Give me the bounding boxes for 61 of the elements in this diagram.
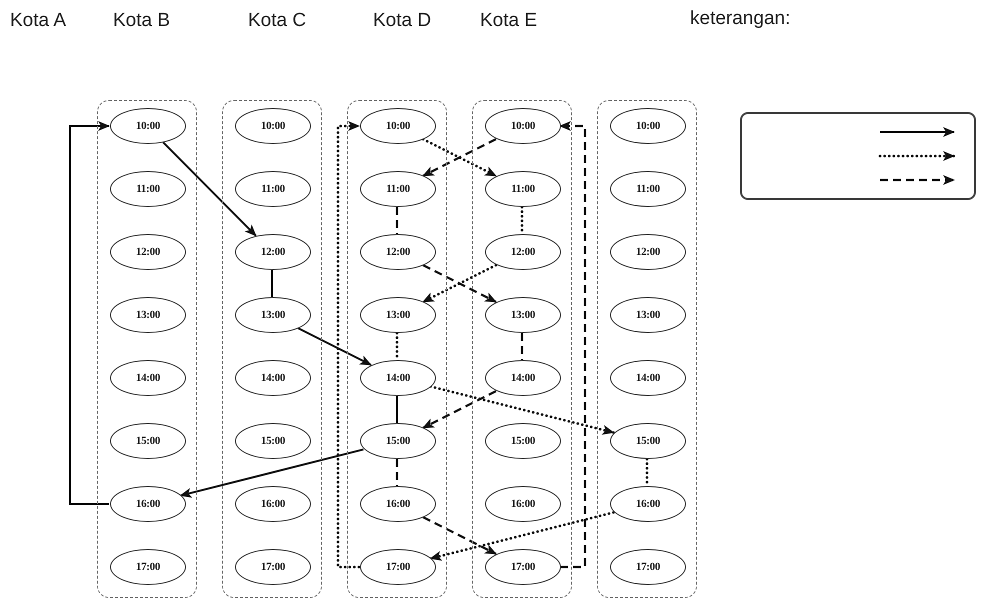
- time-ellipse: 11:00: [485, 170, 561, 206]
- time-ellipse: 17:00: [110, 548, 186, 584]
- time-ellipse: 11:00: [360, 170, 436, 206]
- arrow: [429, 511, 615, 561]
- time-ellipse: 15:00: [110, 422, 186, 458]
- time-ellipse: 16:00: [610, 486, 686, 522]
- city-column: [472, 100, 572, 598]
- city-column: [347, 100, 447, 598]
- time-ellipse: 14:00: [610, 360, 686, 396]
- time-ellipse: 11:00: [610, 170, 686, 206]
- heading-label: Kota D: [373, 10, 432, 32]
- time-ellipse: 12:00: [110, 234, 186, 270]
- heading-label: Kota E: [480, 10, 538, 32]
- time-ellipse: 10:00: [360, 108, 436, 144]
- time-ellipse: 17:00: [235, 548, 311, 584]
- time-ellipse: 15:00: [360, 422, 436, 458]
- arrow: [336, 121, 360, 568]
- time-ellipse: 14:00: [360, 360, 436, 396]
- city-column: [597, 100, 697, 598]
- time-ellipse: 13:00: [610, 296, 686, 332]
- arrow: [69, 121, 110, 505]
- time-ellipse: 13:00: [485, 296, 561, 332]
- heading-label: Kota A: [10, 10, 66, 32]
- time-ellipse: 13:00: [360, 296, 436, 332]
- arrow: [180, 448, 364, 498]
- arrow: [429, 385, 615, 435]
- time-ellipse: 14:00: [485, 360, 561, 396]
- time-ellipse: 16:00: [360, 486, 436, 522]
- heading-label: Kota B: [113, 10, 170, 32]
- arrow: [559, 121, 586, 568]
- time-ellipse: 15:00: [235, 422, 311, 458]
- time-ellipse: 12:00: [360, 234, 436, 270]
- arrow: [422, 516, 497, 555]
- time-ellipse: 16:00: [485, 486, 561, 522]
- arrow: [422, 390, 496, 429]
- time-ellipse: 14:00: [110, 360, 186, 396]
- arrow: [298, 327, 372, 366]
- arrow: [162, 142, 257, 236]
- time-ellipse: 12:00: [610, 234, 686, 270]
- time-ellipse: 11:00: [235, 170, 311, 206]
- time-ellipse: 17:00: [485, 548, 561, 584]
- heading-label: keterangan:: [690, 8, 790, 30]
- time-ellipse: 17:00: [360, 548, 436, 584]
- time-ellipse: 16:00: [235, 486, 311, 522]
- time-ellipse: 12:00: [235, 234, 311, 270]
- time-ellipse: 15:00: [610, 422, 686, 458]
- time-ellipse: 15:00: [485, 422, 561, 458]
- time-ellipse: 13:00: [235, 296, 311, 332]
- time-ellipse: 10:00: [235, 108, 311, 144]
- city-column: [97, 100, 197, 598]
- time-ellipse: 10:00: [610, 108, 686, 144]
- heading-label: Kota C: [248, 10, 306, 32]
- time-ellipse: 10:00: [110, 108, 186, 144]
- time-ellipse: 11:00: [110, 170, 186, 206]
- time-ellipse: 13:00: [110, 296, 186, 332]
- time-ellipse: 16:00: [110, 486, 186, 522]
- time-ellipse: 12:00: [485, 234, 561, 270]
- time-ellipse: 14:00: [235, 360, 311, 396]
- time-ellipse: 17:00: [610, 548, 686, 584]
- time-ellipse: 10:00: [485, 108, 561, 144]
- city-column: [222, 100, 322, 598]
